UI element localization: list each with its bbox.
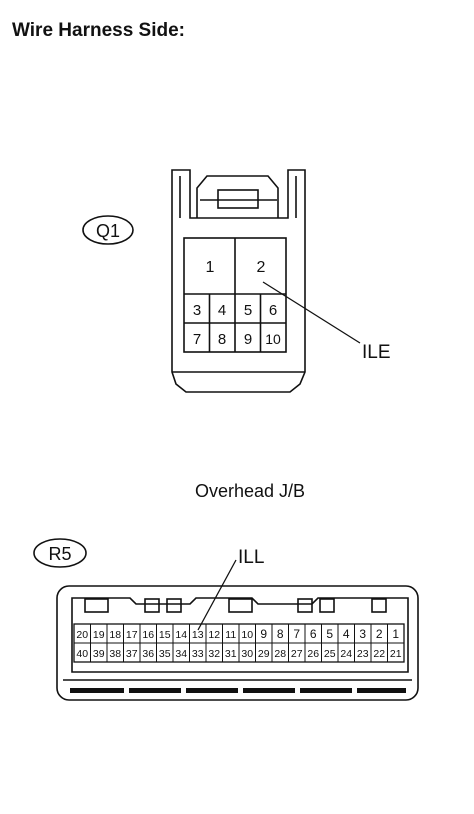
- r5-pin: 37: [126, 648, 138, 660]
- q1-pin: 10: [265, 331, 281, 347]
- r5-inner-frame: [71, 597, 409, 673]
- r5-pin: 38: [109, 648, 121, 660]
- r5-pin: 8: [277, 627, 284, 641]
- r5-pin: 4: [343, 627, 350, 641]
- q1-code-label: Q1: [96, 221, 120, 241]
- r5-pin: 22: [373, 648, 385, 660]
- r5-pin: 35: [159, 648, 171, 660]
- r5-pin: 11: [225, 629, 236, 641]
- q1-body-outline: [171, 169, 306, 393]
- r5-code-oval: [33, 538, 87, 568]
- diagram-heading: Wire Harness Side:: [12, 20, 186, 41]
- r5-pin: 9: [260, 627, 267, 641]
- q1-callout-line: [262, 281, 361, 344]
- r5-pin: 21: [390, 648, 402, 660]
- r5-pin: 26: [307, 648, 319, 660]
- q1-pin: 1: [206, 259, 215, 276]
- q1-pin: 6: [269, 302, 277, 319]
- r5-pin: 5: [326, 627, 333, 641]
- r5-pin: 7: [293, 627, 300, 641]
- r5-pin: 2: [376, 627, 383, 641]
- r5-pin: 10: [241, 629, 253, 641]
- r5-pin: 34: [175, 648, 187, 660]
- r5-pin: 16: [142, 629, 154, 641]
- r5-pin: 17: [126, 629, 138, 641]
- r5-connector: [33, 538, 419, 701]
- q1-pin: 2: [257, 259, 266, 276]
- q1-pin: 9: [244, 331, 252, 348]
- r5-labels: R5 ILL: [48, 544, 264, 631]
- r5-pin: 3: [359, 627, 366, 641]
- r5-pin: 18: [109, 629, 121, 641]
- q1-pin: 4: [218, 302, 226, 319]
- r5-pin: 19: [93, 629, 105, 641]
- q1-labels: Q1 1 2 3 4 5 6 7 8 9 10 ILE: [96, 221, 391, 363]
- r5-pin: 6: [310, 627, 317, 641]
- r5-pin: 14: [175, 629, 187, 641]
- r5-body-outline: [56, 585, 419, 701]
- r5-pin: 29: [258, 648, 270, 660]
- r5-pin: 27: [291, 648, 303, 660]
- r5-pin: 25: [324, 648, 336, 660]
- r5-pin: 31: [225, 648, 237, 660]
- r5-pin: 32: [208, 648, 220, 660]
- q1-code-oval: [82, 215, 134, 245]
- r5-callout-label: ILL: [238, 547, 264, 568]
- r5-pin: 12: [208, 629, 220, 641]
- r5-callout-line: [197, 559, 237, 631]
- r5-caption: Overhead J/B: [195, 481, 305, 501]
- q1-pin: 5: [244, 302, 252, 319]
- q1-latch: [196, 175, 279, 218]
- r5-pin: 30: [241, 648, 253, 660]
- q1-callout-label: ILE: [362, 342, 391, 363]
- r5-pin: 28: [274, 648, 286, 660]
- r5-pin: 36: [142, 648, 154, 660]
- r5-pin: 20: [76, 629, 88, 641]
- r5-pin: 13: [192, 629, 204, 641]
- q1-pin: 7: [193, 331, 201, 348]
- r5-pin: 39: [93, 648, 105, 660]
- q1-pin: 8: [218, 331, 226, 348]
- r5-pin: 24: [340, 648, 352, 660]
- r5-pin: 40: [76, 648, 88, 660]
- r5-pin: 1: [392, 627, 399, 641]
- r5-pin: 15: [159, 629, 171, 641]
- r5-code-label: R5: [48, 544, 71, 564]
- q1-pin: 3: [193, 302, 201, 319]
- r5-pin: 23: [357, 648, 369, 660]
- r5-pin: 33: [192, 648, 204, 660]
- q1-connector: [82, 169, 361, 393]
